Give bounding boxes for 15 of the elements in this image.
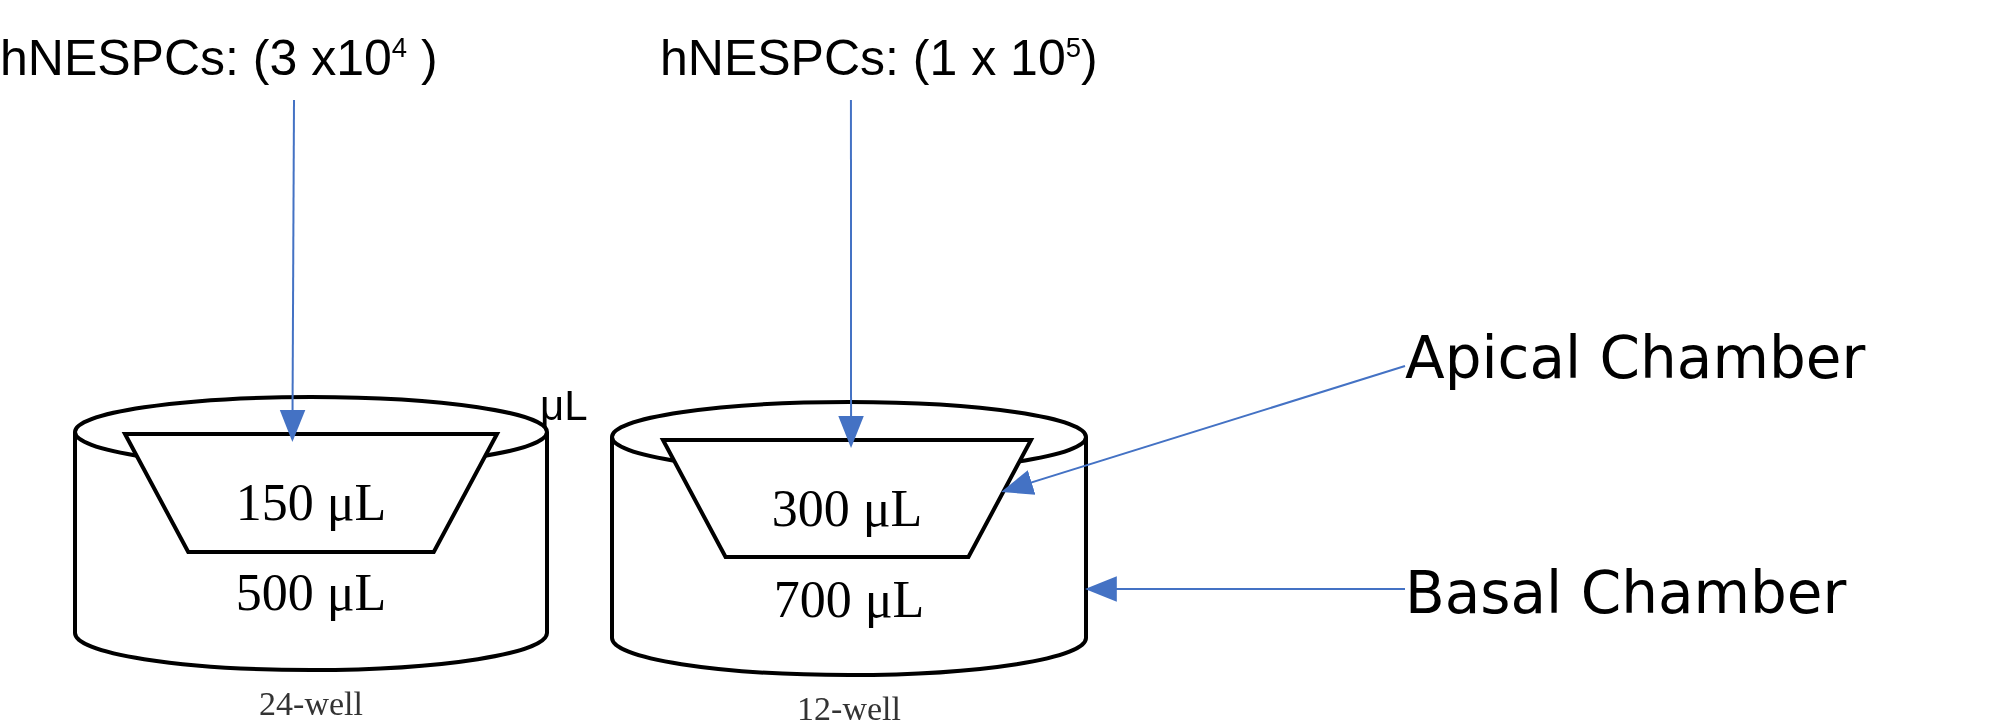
arrow [838,99,864,448]
cell-count-label: hNESPCs: (3 x10$^{4}$ ) [0,28,438,87]
volume-label: 700 μL [772,574,926,626]
plate-format-label: 24-well [258,685,364,723]
chamber-label: Basal Chamber [1405,559,1847,627]
plate-format-label: 12-well [796,690,902,728]
arrow [279,99,306,442]
chamber-label: Apical Chamber [1405,324,1866,392]
arrow [1001,365,1406,495]
cell-count-label: hNESPCs: (1 x 10$^{5}$) [660,28,1098,87]
volume-label: 500 μL [234,567,388,619]
volume-label: 300 μL [770,482,924,535]
volume-label: 150 μL [234,477,388,529]
unit-label: μL [540,382,588,430]
arrow [1084,576,1406,602]
